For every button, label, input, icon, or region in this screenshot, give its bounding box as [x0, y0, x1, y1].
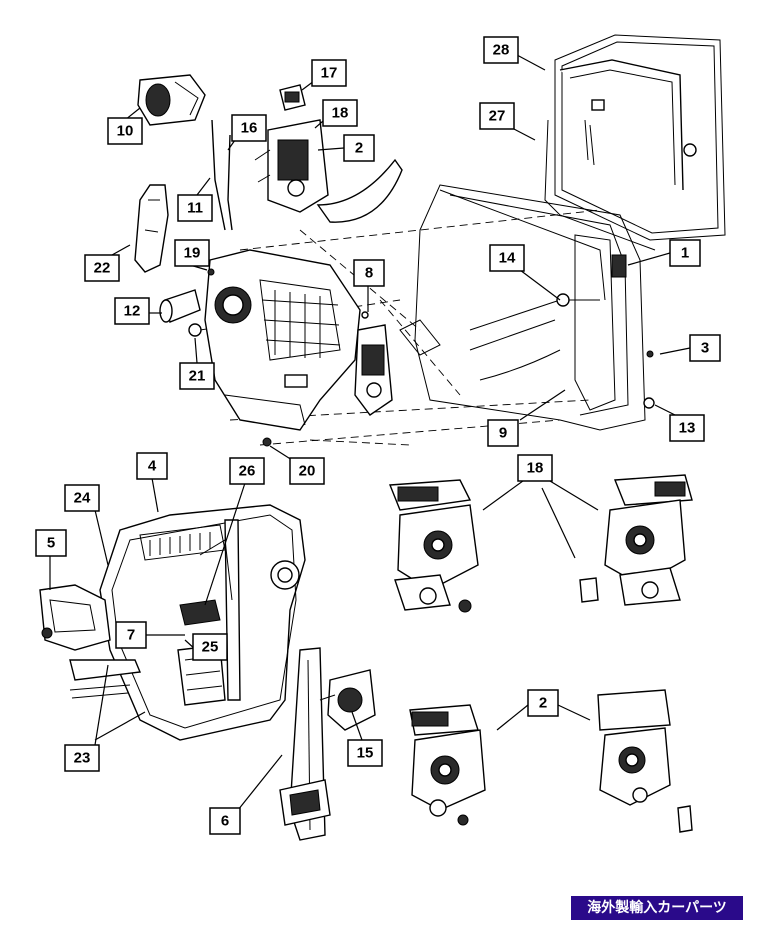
- svg-text:8: 8: [365, 265, 373, 282]
- svg-text:3: 3: [701, 340, 709, 357]
- callout-1: 1: [669, 239, 701, 267]
- svg-text:28: 28: [493, 42, 510, 59]
- latch-shield: [316, 158, 403, 223]
- svg-text:6: 6: [221, 813, 229, 830]
- handle-bezel: [137, 74, 206, 126]
- svg-text:23: 23: [74, 750, 91, 767]
- svg-text:27: 27: [489, 108, 506, 125]
- callout-9: 9: [487, 419, 519, 447]
- callout-22: 22: [84, 254, 120, 282]
- callout-20: 20: [289, 457, 325, 485]
- callout-13: 13: [669, 414, 705, 442]
- svg-text:21: 21: [189, 368, 206, 385]
- callout-2-top: 2: [343, 134, 375, 162]
- svg-text:10: 10: [117, 123, 134, 140]
- callout-18-top: 18: [322, 99, 358, 127]
- svg-text:14: 14: [499, 250, 516, 267]
- callout-28: 28: [483, 36, 519, 64]
- callout-18-right: 18: [517, 454, 553, 482]
- latch-detail-18-right: [579, 474, 693, 606]
- callout-4: 4: [136, 452, 168, 480]
- door-seals: [544, 34, 726, 251]
- callout-25: 25: [192, 633, 228, 661]
- callout-23: 23: [64, 744, 100, 772]
- svg-text:1: 1: [681, 245, 689, 262]
- svg-text:20: 20: [299, 463, 316, 480]
- callout-27: 27: [479, 102, 515, 130]
- callout-8: 8: [353, 259, 385, 287]
- door-shell: [399, 184, 646, 431]
- vapor-barrier-strip: [134, 184, 169, 273]
- callout-7: 7: [115, 621, 147, 649]
- svg-text:16: 16: [241, 120, 258, 137]
- svg-text:17: 17: [321, 65, 338, 82]
- callout-15: 15: [347, 739, 383, 767]
- svg-text:12: 12: [124, 303, 141, 320]
- window-regulator: [279, 647, 376, 841]
- callout-21: 21: [179, 362, 215, 390]
- fasteners: [207, 268, 655, 447]
- leader-lines: [49, 54, 691, 811]
- latch-module-right: [354, 324, 393, 416]
- latch-actuator-top: [279, 84, 306, 111]
- svg-text:4: 4: [148, 458, 157, 475]
- callout-5: 5: [35, 529, 67, 557]
- callout-19: 19: [174, 239, 210, 267]
- latch-detail-2-left: [409, 704, 486, 826]
- callout-26: 26: [229, 457, 265, 485]
- svg-text:7: 7: [127, 627, 135, 644]
- svg-text:5: 5: [47, 535, 55, 552]
- svg-text:22: 22: [94, 260, 111, 277]
- lock-rods: [211, 119, 233, 231]
- svg-text:18: 18: [332, 105, 349, 122]
- callout-17: 17: [311, 59, 347, 87]
- callout-16: 16: [231, 114, 267, 142]
- callout-3: 3: [689, 334, 721, 362]
- callout-14: 14: [489, 244, 525, 272]
- callout-2-bottom: 2: [527, 689, 559, 717]
- svg-text:18: 18: [527, 460, 544, 477]
- watermark-badge: 海外製輸入カーパーツ: [571, 896, 743, 920]
- svg-text:2: 2: [355, 140, 363, 157]
- svg-text:2: 2: [539, 695, 547, 712]
- svg-text:13: 13: [679, 420, 696, 437]
- svg-text:25: 25: [202, 639, 219, 656]
- inner-door-carrier: [204, 249, 361, 431]
- latch-assembly: [254, 119, 329, 213]
- callout-10: 10: [107, 117, 143, 145]
- handle-bracket: [39, 584, 142, 699]
- callout-12: 12: [114, 297, 150, 325]
- callout-24: 24: [64, 484, 100, 512]
- actuator-cylinder: [159, 289, 202, 337]
- latch-detail-18-left: [388, 479, 479, 613]
- svg-text:15: 15: [357, 745, 374, 762]
- svg-text:26: 26: [239, 463, 256, 480]
- callout-6: 6: [209, 807, 241, 835]
- svg-text:9: 9: [499, 425, 507, 442]
- latch-detail-2-right: [597, 689, 693, 833]
- svg-text:24: 24: [74, 490, 91, 507]
- callout-11: 11: [177, 194, 213, 222]
- svg-text:11: 11: [187, 200, 203, 217]
- svg-text:19: 19: [184, 245, 201, 262]
